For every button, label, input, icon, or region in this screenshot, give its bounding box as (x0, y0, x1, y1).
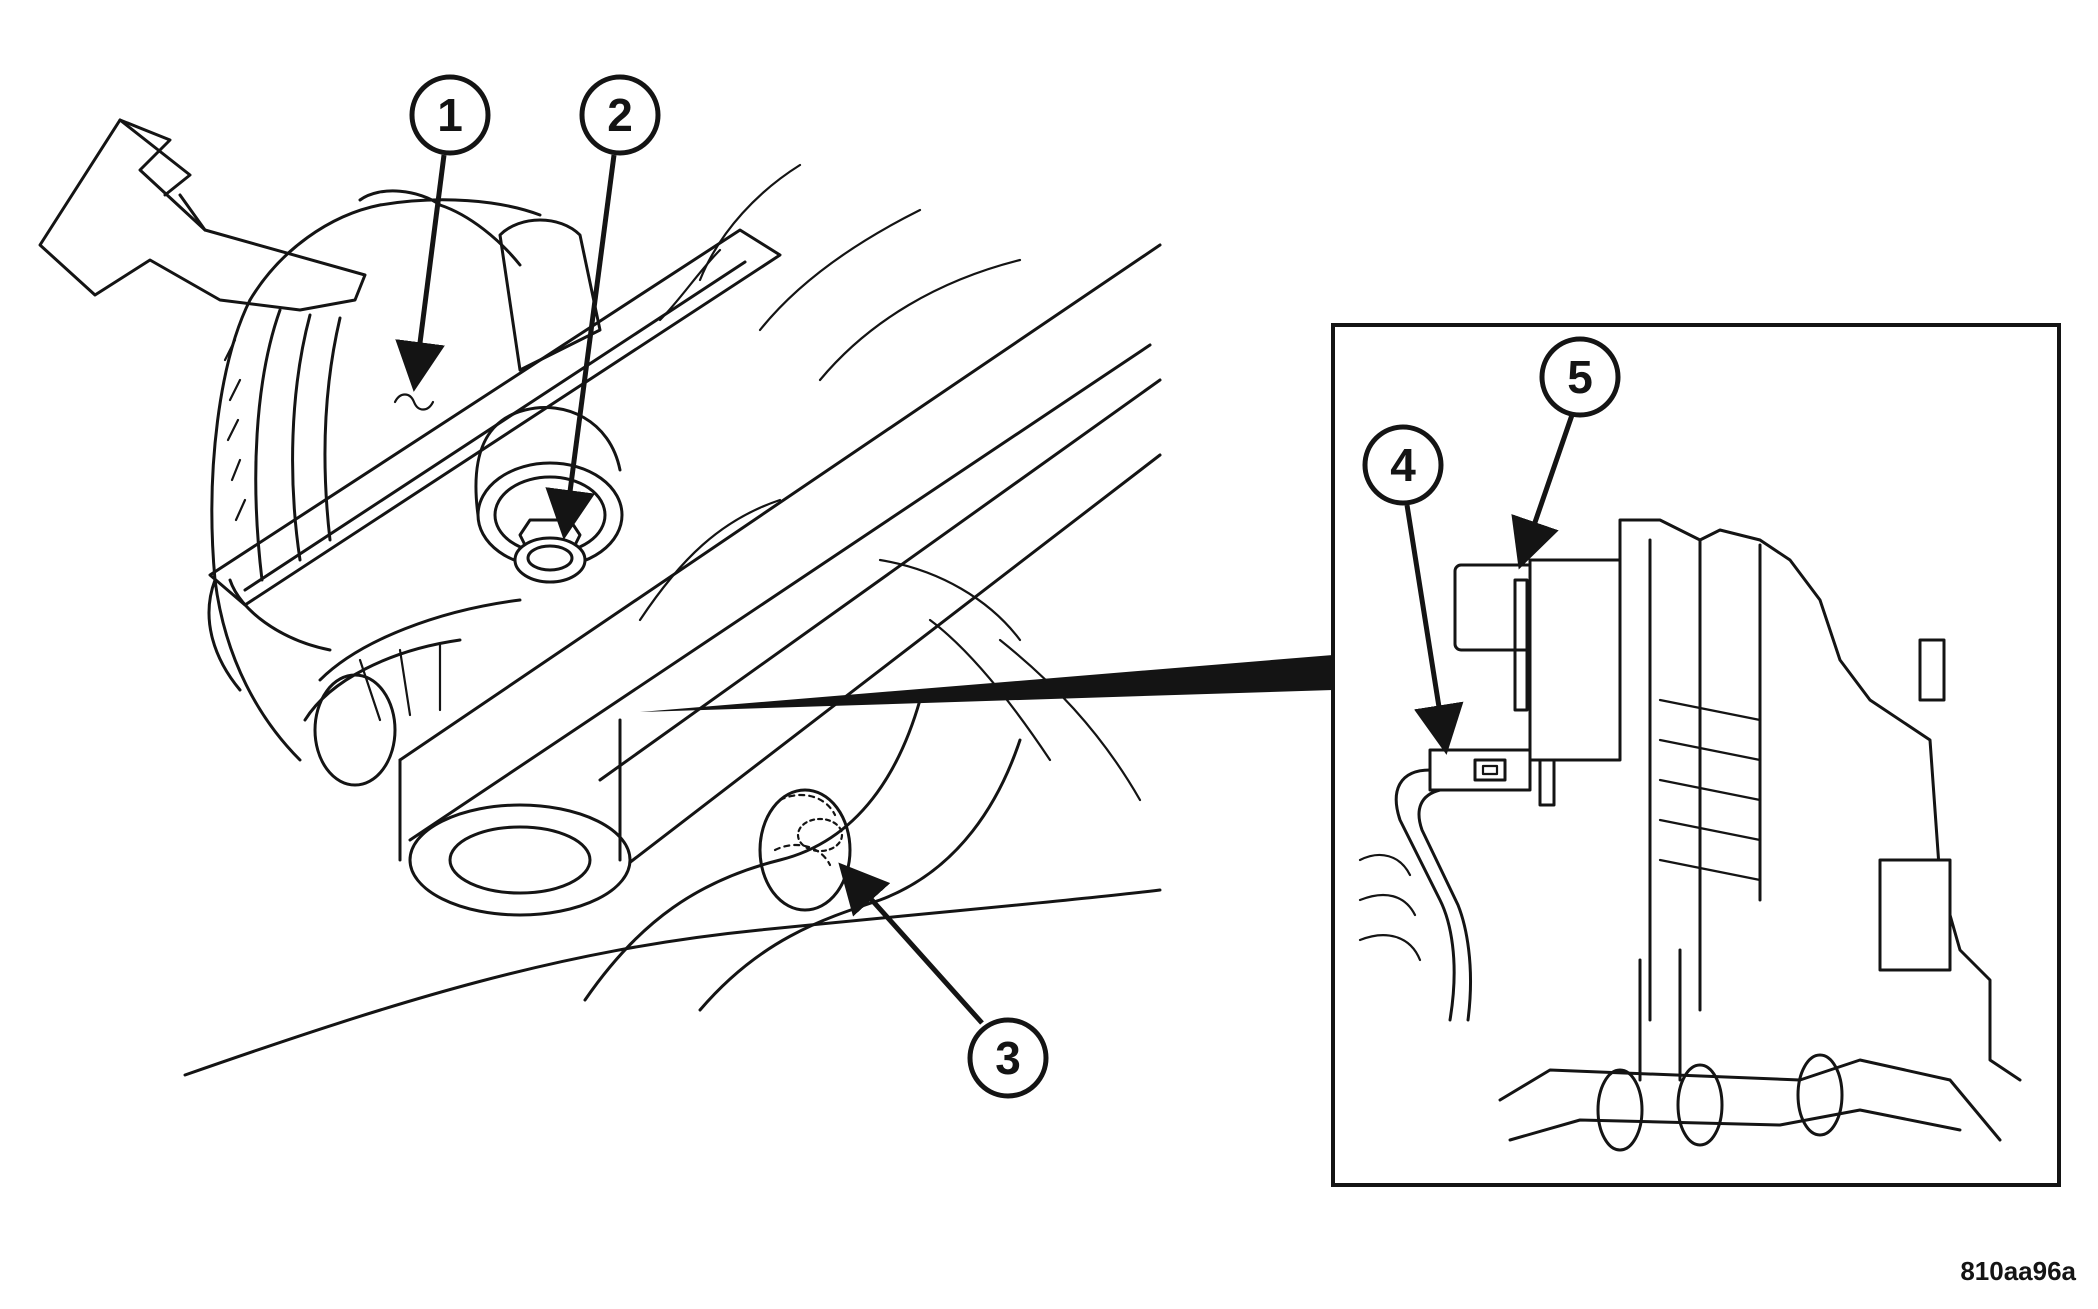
inset-lower-hoses (1358, 853, 2002, 1152)
b-plus-terminal (1453, 558, 1622, 762)
field-connector (1394, 748, 1556, 1022)
callout-5-label: 5 (1567, 351, 1593, 403)
inset-frame (1331, 323, 2061, 1187)
inset-view (1331, 323, 2061, 1187)
callout-3: 3 (838, 862, 1049, 1099)
callout-4-label: 4 (1390, 439, 1416, 491)
inset-pointer (640, 655, 1333, 712)
callout-5: 5 (1511, 336, 1621, 570)
lower-harness (583, 698, 1022, 1012)
callout-2: 2 (545, 74, 661, 540)
callout-3-label: 3 (995, 1032, 1021, 1084)
inset-alternator (1618, 518, 2022, 1082)
callout-1-label: 1 (437, 89, 463, 141)
cross-tube (398, 243, 1162, 917)
callout-1: 1 (395, 74, 491, 392)
alternator-body (207, 189, 542, 762)
engine-contours (183, 163, 1162, 1077)
main-view (38, 118, 1333, 1077)
drive-pulley (303, 598, 522, 787)
callout-4: 4 (1362, 424, 1464, 755)
callout-2-label: 2 (607, 89, 633, 141)
upper-hose (38, 118, 367, 312)
figure-id: 810aa96a (1960, 1256, 2076, 1286)
